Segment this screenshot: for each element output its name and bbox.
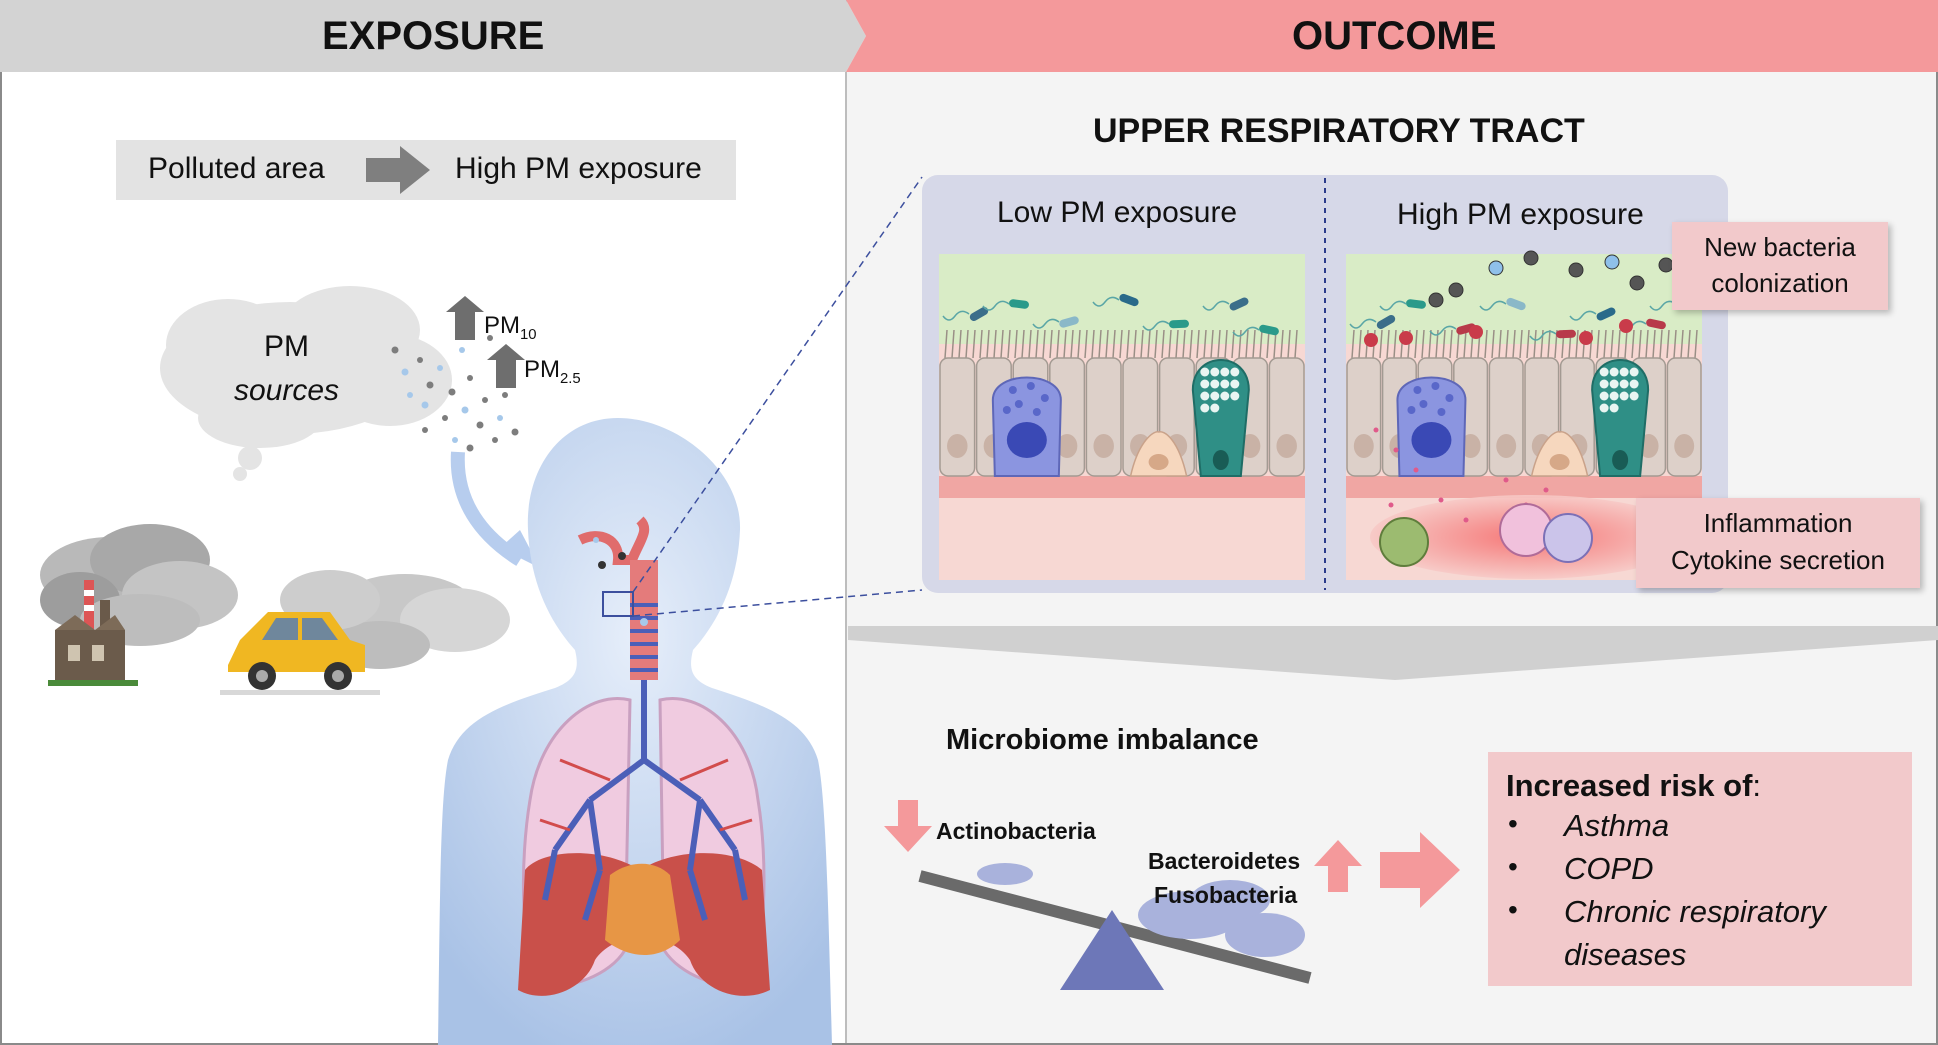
pm-particles: [391, 335, 519, 452]
risk-box: [1488, 752, 1912, 986]
risk-title: Increased risk of:: [1506, 768, 1762, 803]
cloud-icon: [160, 286, 452, 481]
cloud-label-pm: PM: [264, 330, 309, 363]
outcome-header: OUTCOME: [1292, 14, 1497, 58]
risk-bullet: •: [1508, 851, 1518, 882]
taxon-fusobacteria: Fusobacteria: [1154, 882, 1298, 908]
high-exposure-cells: [1346, 250, 1702, 567]
decrease-arrow-icon: [884, 800, 932, 852]
flow-to-label: High PM exposure: [455, 152, 702, 185]
risk-item: diseases: [1564, 937, 1687, 972]
pm25-up-arrow-icon: [487, 344, 525, 388]
zoom-line-bottom: [632, 589, 923, 617]
risk-item: Asthma: [1564, 808, 1670, 843]
callout-bacteria-line1: New bacteria: [1704, 232, 1856, 262]
taxon-bacteroidetes: Bacteroidetes: [1148, 848, 1301, 874]
taxon-actinobacteria: Actinobacteria: [936, 818, 1096, 844]
factory-icon: [40, 524, 238, 686]
risk-item: COPD: [1564, 851, 1654, 886]
cloud-label-sources: sources: [234, 374, 340, 407]
pm10-up-arrow-icon: [446, 296, 484, 340]
lungs-icon: [518, 610, 770, 996]
leads-to-arrow-icon: [1380, 832, 1460, 908]
exposure-header: EXPOSURE: [322, 14, 545, 58]
microbiome-title: Microbiome imbalance: [946, 724, 1259, 756]
risk-item: Chronic respiratory: [1564, 894, 1826, 929]
pm10-label: PM10: [484, 312, 537, 343]
flow-arrow-icon: [366, 146, 430, 194]
low-panel-title: Low PM exposure: [997, 196, 1238, 229]
flow-from-label: Polluted area: [148, 152, 325, 185]
zoom-region-box: [602, 591, 634, 617]
down-chevron: [848, 626, 1938, 680]
outcome-header-bg: [846, 0, 1938, 72]
trachea-icon: [577, 516, 658, 680]
section-title: UPPER RESPIRATORY TRACT: [1093, 112, 1585, 150]
callout-inflammation-line2: Cytokine secretion: [1671, 545, 1885, 575]
low-exposure-cells: [939, 293, 1305, 477]
increase-arrow-icon: [1314, 840, 1362, 892]
high-panel-title: High PM exposure: [1397, 198, 1644, 231]
callout-inflammation: Inflammation Cytokine secretion: [1636, 498, 1920, 588]
callout-bacteria: New bacteria colonization: [1672, 222, 1888, 310]
car-icon: [220, 570, 510, 695]
risk-bullet: •: [1508, 894, 1518, 925]
exposure-header-bg: [0, 0, 866, 72]
seesaw-icon: [918, 863, 1312, 990]
callout-bacteria-line2: colonization: [1711, 268, 1849, 298]
zoom-line-top: [632, 176, 923, 593]
callout-inflammation-line1: Inflammation: [1703, 508, 1853, 538]
pm25-label: PM2.5: [524, 356, 581, 387]
risk-bullet: •: [1508, 808, 1518, 839]
